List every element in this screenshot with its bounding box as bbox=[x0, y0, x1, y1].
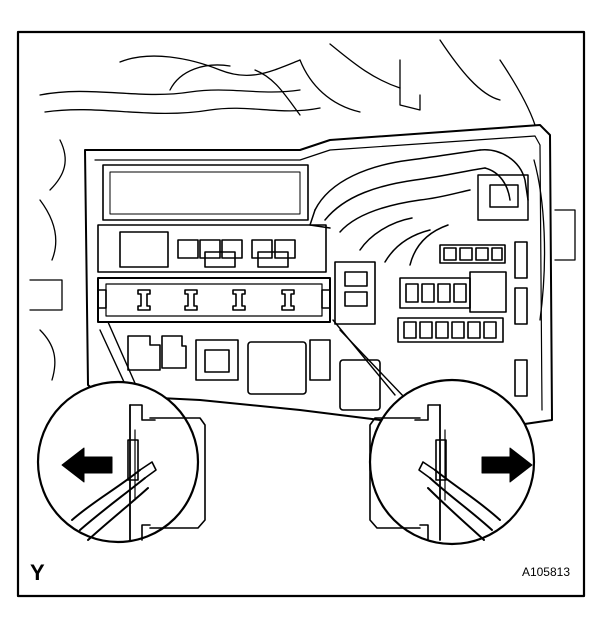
figure-frame bbox=[16, 30, 586, 598]
left-detail-callout bbox=[36, 380, 206, 544]
view-letter: Y bbox=[30, 560, 45, 585]
right-fuse-block bbox=[334, 241, 528, 411]
arrow-left-icon bbox=[61, 447, 113, 483]
figure-code: A105813 bbox=[521, 565, 570, 579]
wire-harness bbox=[309, 149, 529, 266]
background-contours bbox=[29, 39, 576, 381]
upper-relay-row bbox=[97, 224, 327, 273]
right-detail-callout bbox=[368, 378, 536, 546]
lower-sockets bbox=[127, 335, 331, 395]
arrow-right-icon bbox=[481, 447, 533, 483]
fuse-slots bbox=[137, 289, 295, 311]
callout-leader-lines bbox=[99, 319, 406, 399]
fuse-strip bbox=[97, 277, 331, 323]
